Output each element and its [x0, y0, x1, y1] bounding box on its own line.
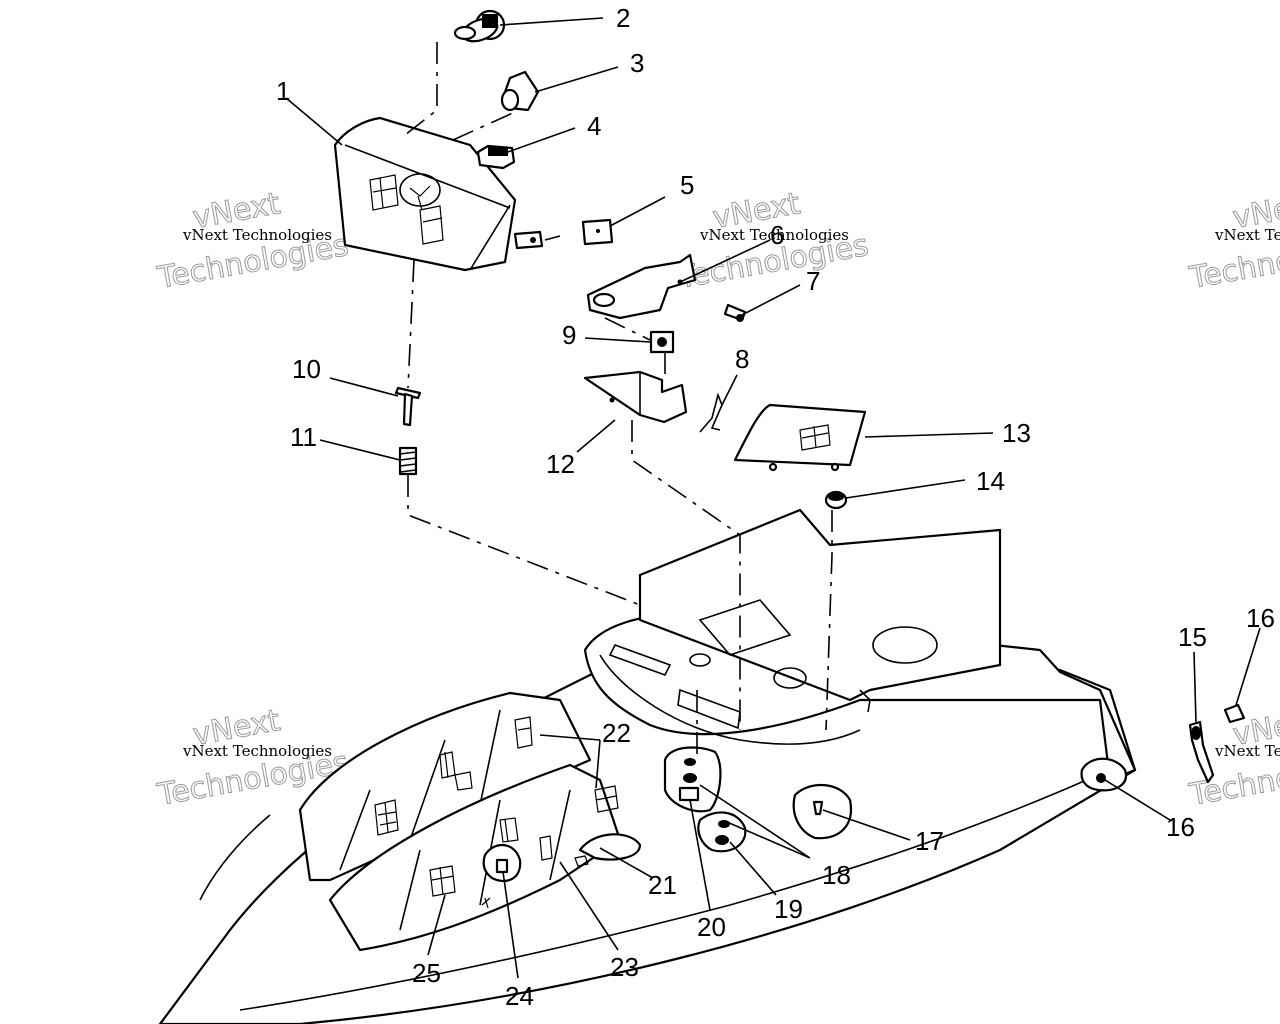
callout-1: 1: [276, 76, 290, 106]
watermark-small: vNext Technologies: [182, 742, 332, 760]
callout-7: 7: [806, 266, 820, 296]
callout-23: 23: [610, 952, 639, 982]
mounting-plate: [583, 370, 688, 424]
grommet: [649, 330, 675, 354]
callout-3: 3: [630, 48, 644, 78]
headlight-bracket: [586, 253, 697, 320]
callout-8: 8: [735, 344, 749, 374]
pad: [581, 218, 614, 246]
callout-25: 25: [412, 958, 441, 988]
callout-6: 6: [770, 220, 784, 250]
spring: [398, 446, 418, 476]
callout-18: 18: [822, 860, 851, 890]
plug: [1223, 703, 1246, 724]
callout-16-lower: 16: [1166, 812, 1195, 842]
callout-13: 13: [1002, 418, 1031, 448]
callout-24: 24: [505, 981, 534, 1011]
callout-2: 2: [616, 3, 630, 33]
watermark-small: vNext Technologies: [1214, 742, 1280, 760]
watermark-small: vNext Technologies: [1214, 226, 1280, 244]
callout-4: 4: [587, 111, 601, 141]
watermark-top-right: vNext Technologies vNext Technologies: [1186, 186, 1280, 297]
callout-9: 9: [562, 320, 576, 350]
callout-5: 5: [680, 170, 694, 200]
grommet-14: [824, 490, 848, 510]
leader-lines: [285, 17, 1261, 979]
adjuster-knob: [394, 386, 422, 427]
callout-14: 14: [976, 466, 1005, 496]
dash-plate: [608, 508, 1002, 730]
callout-11: 11: [290, 422, 317, 452]
callout-22: 22: [602, 718, 631, 748]
spring-clip: [699, 392, 723, 433]
callout-numbers: 1 2 3 4 5 6 7 8 9 10 11 12 13 14 15 16 1…: [276, 3, 1275, 1011]
screw: [723, 303, 747, 322]
callout-15: 15: [1178, 622, 1207, 652]
latch-lever: [1188, 720, 1215, 784]
callout-20: 20: [697, 912, 726, 942]
console-panels: [298, 691, 642, 952]
bulb: [500, 70, 540, 112]
lens: [733, 403, 867, 472]
callout-16-upper: 16: [1246, 603, 1275, 633]
hood-fasteners: [678, 758, 1106, 845]
switch: [476, 144, 516, 170]
callout-19: 19: [774, 894, 803, 924]
watermark-small: vNext Technologies: [699, 226, 849, 244]
callout-10: 10: [292, 354, 321, 384]
bulb-socket: [453, 9, 506, 43]
assembly-lines: [404, 42, 833, 760]
callout-17: 17: [915, 826, 944, 856]
watermark-small: vNext Technologies: [182, 226, 332, 244]
callout-12: 12: [546, 449, 575, 479]
callout-21: 21: [648, 870, 677, 900]
watermark-top-left: vNext Technologies vNext Technologies: [154, 186, 352, 297]
headlight-housing: [333, 116, 544, 272]
